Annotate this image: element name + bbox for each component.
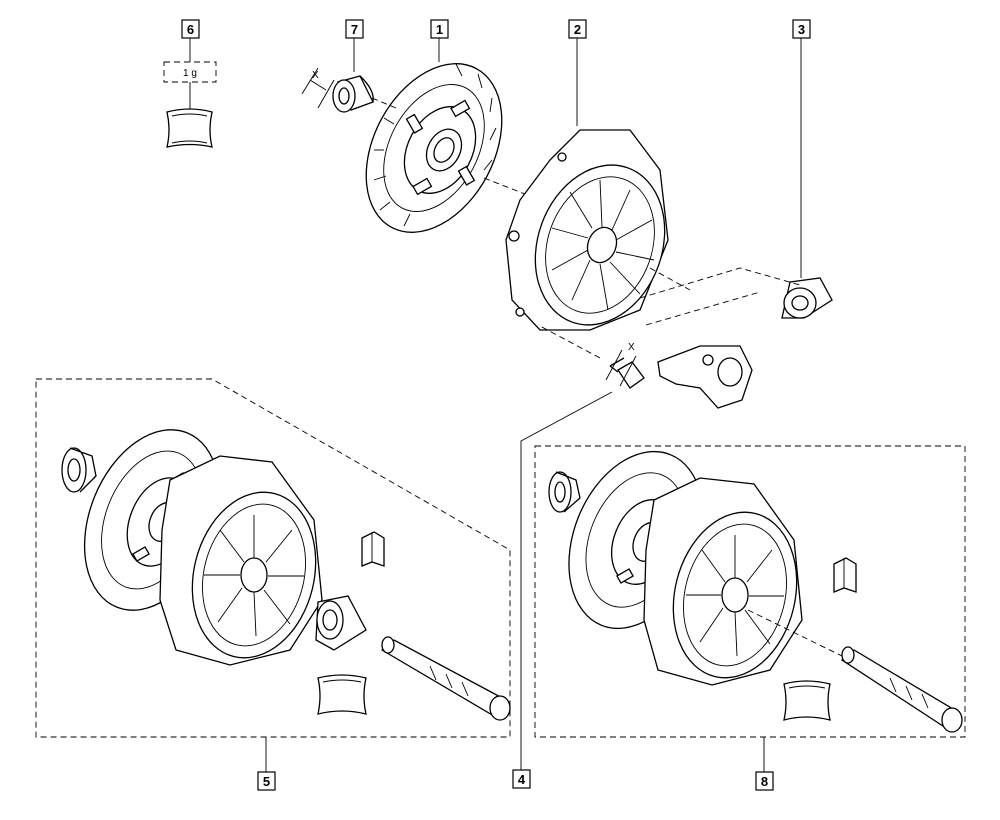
callout-2-label: 2	[574, 22, 581, 37]
kit-8-instruction-leaflet-icon	[833, 557, 857, 593]
release-fork	[657, 345, 753, 409]
callout-3[interactable]: 3	[792, 19, 811, 39]
kit-5-pilot-bearing	[61, 447, 97, 493]
bearing-x-label: X	[312, 70, 319, 81]
grease-quantity-label: 1 g	[183, 68, 197, 79]
grease-sachet-icon	[166, 108, 213, 148]
callout-4[interactable]: 4	[512, 769, 531, 789]
kit-8-pilot-bearing	[548, 471, 581, 513]
kit-8-alignment-tool	[840, 646, 963, 733]
bolt-dimension-x: X	[605, 342, 637, 387]
release-bearing	[781, 277, 833, 319]
callout-4-label: 4	[518, 772, 526, 787]
callout-3-label: 3	[798, 22, 805, 37]
kit-5-alignment-tool	[380, 636, 511, 721]
callout-5[interactable]: 5	[257, 771, 276, 791]
disc-damper-springs	[405, 99, 476, 196]
kit-5-grease-sachet-icon	[317, 674, 367, 715]
diaphragm-fingers	[551, 179, 655, 311]
grease-quantity-box	[163, 61, 217, 83]
mounting-bolt	[609, 357, 645, 389]
kit-8-pressure-plate	[643, 477, 803, 686]
kit-5-boundary	[35, 378, 511, 738]
callout-8[interactable]: 8	[755, 771, 774, 791]
callout-1[interactable]: 1	[430, 19, 449, 39]
bolt-x-label: X	[628, 342, 635, 353]
disc-friction-slots	[373, 63, 497, 227]
kit-8-boundary	[534, 445, 966, 738]
clutch-disc	[365, 63, 503, 233]
callout-7-label: 7	[351, 22, 358, 37]
kit-5-release-bearing	[315, 595, 367, 651]
pressure-plate	[505, 129, 669, 331]
callout-7[interactable]: 7	[345, 19, 364, 39]
callout-6[interactable]: 6	[181, 19, 200, 39]
pilot-bearing	[332, 75, 374, 113]
kit-8-grease-sachet-icon	[783, 680, 831, 721]
kit-5-pressure-plate	[159, 455, 323, 666]
callout-1-label: 1	[436, 22, 443, 37]
kit-5-instruction-leaflet-icon	[361, 531, 385, 567]
callout-5-label: 5	[263, 774, 270, 789]
bearing-dimension-x: X	[301, 67, 335, 109]
callout-6-label: 6	[187, 22, 194, 37]
callout-2[interactable]: 2	[568, 19, 587, 39]
callout-8-label: 8	[761, 774, 768, 789]
